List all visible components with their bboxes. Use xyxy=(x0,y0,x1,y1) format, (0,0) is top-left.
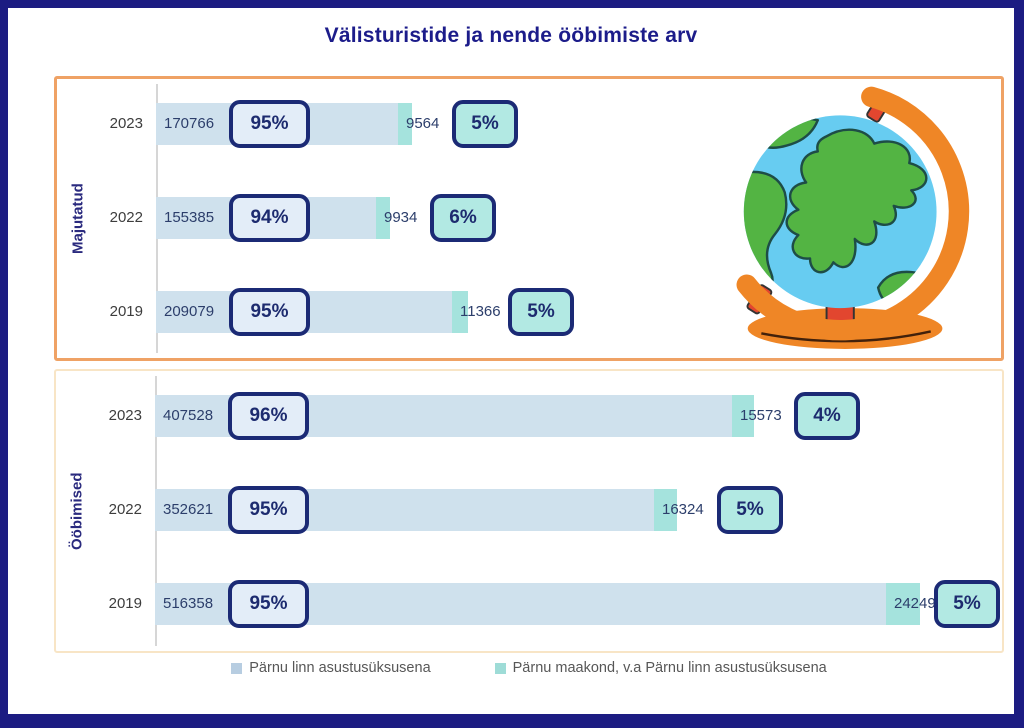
city-value-label: 170766 xyxy=(164,115,215,132)
city-pct-badge: 95% xyxy=(228,580,309,628)
legend-label-county: Pärnu maakond, v.a Pärnu linn asustusüks… xyxy=(512,660,827,676)
year-label: 2019 xyxy=(108,595,142,612)
legend-item-city: Pärnu linn asustusüksusena xyxy=(231,660,431,676)
city-pct-badge: 95% xyxy=(229,288,310,336)
county-value-label: 15573 xyxy=(740,407,782,424)
chart-title: Välisturistide ja nende ööbimiste arv xyxy=(324,24,698,47)
bar-row: 2023 407528 96% 15573 4% xyxy=(56,392,998,440)
bar-plot: 209079 95% 11366 5% xyxy=(156,288,997,336)
globe-continents xyxy=(743,117,933,309)
bar-county-segment xyxy=(732,395,754,437)
legend-swatch-city xyxy=(231,662,243,674)
chart-legend: Pärnu linn asustusüksusena Pärnu maakond… xyxy=(54,660,1004,676)
globe-meridian-arc xyxy=(736,86,970,341)
bar-plot: 170766 95% 9564 5% xyxy=(156,100,997,148)
county-value-label: 9934 xyxy=(384,209,418,226)
county-value-label: 9564 xyxy=(406,115,440,132)
county-value-label: 11366 xyxy=(460,303,501,320)
year-label: 2019 xyxy=(109,303,143,320)
bar-county-segment xyxy=(886,583,920,625)
legend-swatch-county xyxy=(494,662,506,674)
bar-row: 2019 209079 95% 11366 5% xyxy=(57,288,997,336)
globe-illustration xyxy=(736,86,970,349)
year-label: 2022 xyxy=(109,209,143,226)
bar-plot: 155385 94% 9934 6% xyxy=(156,194,997,242)
city-value-label: 155385 xyxy=(164,209,215,226)
county-pct-badge: 5% xyxy=(452,100,518,148)
city-pct-badge: 96% xyxy=(228,392,309,440)
county-pct-badge: 6% xyxy=(430,194,496,242)
bar-county-segment xyxy=(376,197,390,239)
bar-row: 2022 352621 95% 16324 5% xyxy=(56,486,998,534)
bar-plot: 407528 96% 15573 4% xyxy=(155,392,998,440)
county-pct-badge: 5% xyxy=(508,288,574,336)
city-pct-badge: 95% xyxy=(228,486,309,534)
year-label: 2022 xyxy=(108,501,142,518)
bar-plot: 352621 95% 16324 5% xyxy=(155,486,998,534)
legend-item-county: Pärnu maakond, v.a Pärnu linn asustusüks… xyxy=(494,660,827,676)
county-pct-badge: 5% xyxy=(934,580,1000,628)
year-label: 2023 xyxy=(108,407,142,424)
city-value-label: 516358 xyxy=(163,595,214,612)
city-value-label: 407528 xyxy=(163,407,214,424)
bar-county-segment xyxy=(398,103,412,145)
county-value-label: 16324 xyxy=(662,501,704,518)
city-pct-badge: 94% xyxy=(229,194,310,242)
city-value-label: 209079 xyxy=(164,303,215,320)
county-value-label: 24249 xyxy=(894,595,936,612)
bar-county-segment xyxy=(654,489,677,531)
legend-label-city: Pärnu linn asustusüksusena xyxy=(249,660,431,676)
county-pct-badge: 5% xyxy=(717,486,783,534)
bar-county-segment xyxy=(452,291,468,333)
bar-row: 2023 170766 95% 9564 5% xyxy=(57,100,997,148)
year-label: 2023 xyxy=(109,115,143,132)
bar-row: 2022 155385 94% 9934 6% xyxy=(57,194,997,242)
city-value-label: 352621 xyxy=(163,501,214,518)
city-pct-badge: 95% xyxy=(229,100,310,148)
county-pct-badge: 4% xyxy=(794,392,860,440)
